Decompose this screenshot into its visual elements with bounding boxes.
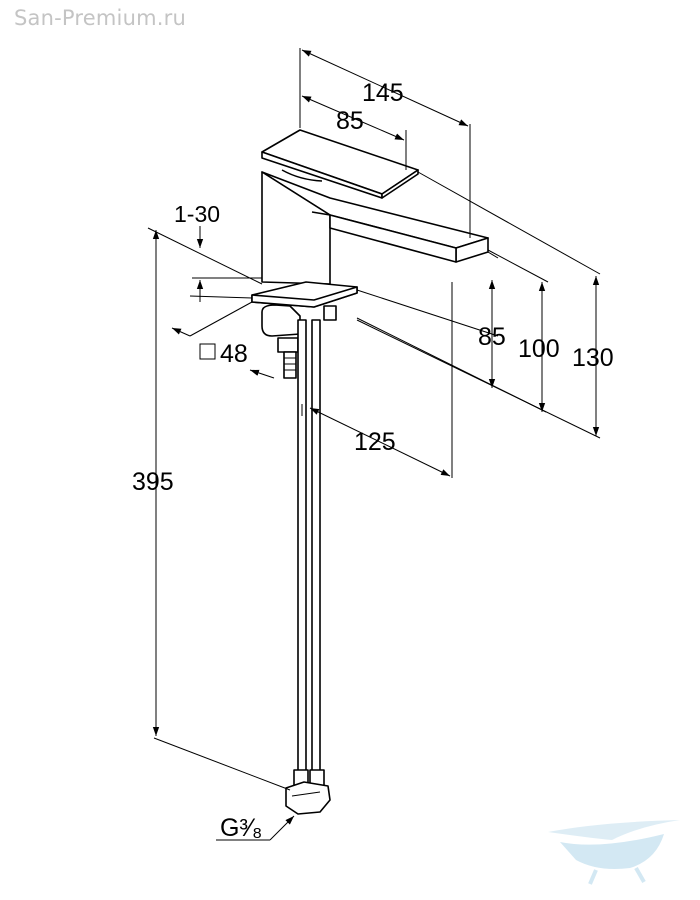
thread-callout: G³⁄₈ bbox=[216, 814, 295, 842]
dimension-label-100: 100 bbox=[518, 335, 560, 363]
dimension-label-85-right: 85 bbox=[478, 323, 506, 351]
dimension-85-right: 85 bbox=[356, 251, 506, 388]
watermark-text: San-Premium.ru bbox=[14, 6, 186, 30]
dimension-130: 130 bbox=[356, 171, 614, 439]
dimension-1-30: 1-30 bbox=[174, 201, 262, 302]
dimension-label-145: 145 bbox=[362, 79, 404, 107]
dimension-label-85-lever: 85 bbox=[336, 107, 364, 135]
dimension-label-395: 395 bbox=[132, 468, 174, 496]
square-symbol-icon bbox=[199, 343, 216, 360]
faucet-lever bbox=[261, 129, 419, 199]
supply-hoses bbox=[297, 319, 321, 781]
mounting-nut bbox=[261, 304, 301, 379]
dimension-label-130: 130 bbox=[572, 344, 614, 372]
hose-connector bbox=[285, 769, 331, 815]
stud-bolt bbox=[323, 305, 337, 321]
dimension-label-1-30: 1-30 bbox=[174, 201, 220, 227]
thread-label: G³⁄₈ bbox=[220, 814, 262, 842]
dimension-label-125: 125 bbox=[354, 428, 396, 456]
faucet-base-plate bbox=[251, 281, 358, 308]
faucet-body bbox=[261, 171, 489, 285]
dimension-125: 125 bbox=[309, 282, 453, 478]
dimension-label-48: 48 bbox=[220, 340, 248, 368]
dimension-85-lever: 85 bbox=[301, 95, 407, 170]
bathtub-logo-icon bbox=[548, 820, 680, 885]
dimension-395: 395 bbox=[132, 227, 291, 791]
dimension-100: 100 bbox=[356, 249, 560, 413]
dimension-48: 48 bbox=[171, 301, 275, 379]
